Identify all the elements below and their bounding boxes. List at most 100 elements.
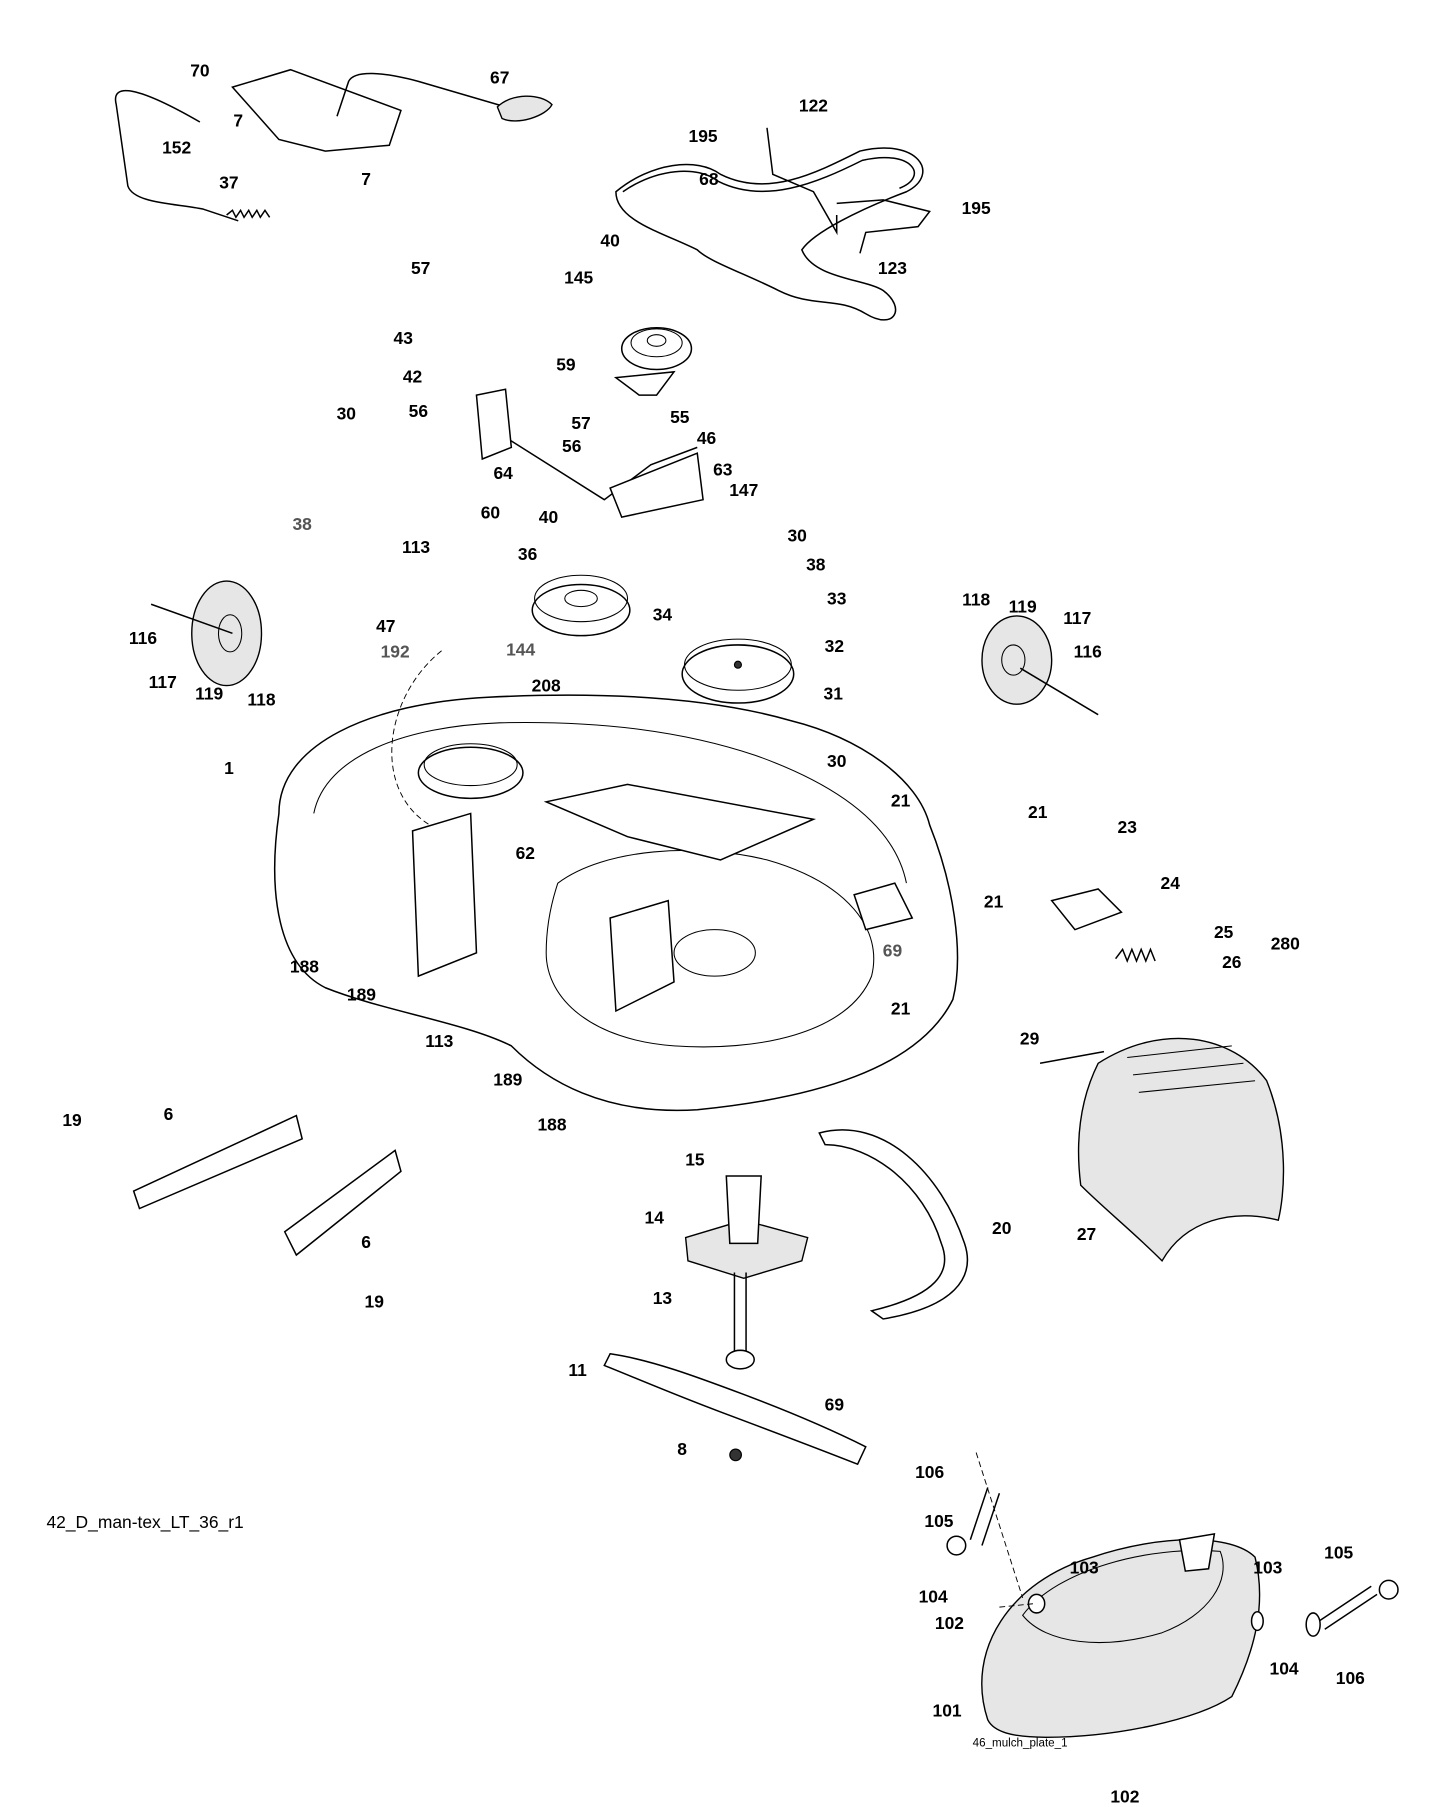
- callout-8: 8: [677, 1439, 687, 1459]
- callout-55: 55: [670, 407, 690, 427]
- callout-21: 21: [984, 892, 1004, 912]
- callout-123: 123: [878, 258, 907, 278]
- callout-145: 145: [564, 268, 593, 288]
- idler-arm: [613, 370, 676, 396]
- callout-116: 116: [129, 628, 157, 648]
- callout-113: 113: [425, 1031, 453, 1051]
- callout-152: 152: [162, 137, 191, 157]
- callout-70: 70: [190, 61, 209, 81]
- blade-bolt-8: [729, 1448, 742, 1462]
- callout-104: 104: [1270, 1659, 1299, 1679]
- callout-15: 15: [685, 1150, 705, 1170]
- lift-rod: [336, 72, 506, 117]
- callout-64: 64: [493, 463, 513, 483]
- callout-57: 57: [571, 413, 590, 433]
- callout-102: 102: [1110, 1786, 1139, 1806]
- callout-208: 208: [532, 675, 561, 695]
- callout-69: 69: [825, 1395, 845, 1415]
- callout-56: 56: [562, 436, 582, 456]
- pulley-36: [531, 583, 631, 637]
- callout-11: 11: [568, 1360, 587, 1380]
- callout-119: 119: [195, 684, 223, 704]
- drive-belt: [615, 147, 924, 321]
- callout-14: 14: [645, 1208, 665, 1228]
- bracket-63: [609, 452, 704, 518]
- drawing-lines: [114, 68, 1399, 1738]
- callout-34: 34: [653, 605, 673, 625]
- mulch-handle: [1178, 1532, 1216, 1572]
- callout-38: 38: [292, 514, 312, 534]
- bracket-6-right: [283, 1149, 402, 1257]
- callout-27: 27: [1077, 1224, 1096, 1244]
- callout-62: 62: [516, 843, 535, 863]
- callout-117: 117: [1063, 608, 1091, 628]
- deck-bracket-69: [853, 882, 914, 931]
- wheel-117-left: [191, 580, 263, 687]
- callout-40: 40: [600, 230, 619, 250]
- lift-cable: [114, 89, 239, 222]
- callout-21: 21: [1028, 802, 1048, 822]
- callout-30: 30: [337, 404, 356, 424]
- callout-25: 25: [1214, 922, 1234, 942]
- callout-59: 59: [556, 355, 576, 375]
- drawing-id-label: 42_D_man-tex_LT_36_r1: [47, 1512, 244, 1533]
- callout-106: 106: [1336, 1668, 1365, 1688]
- spring-105-right: [1318, 1585, 1378, 1630]
- callout-106: 106: [915, 1462, 944, 1482]
- callout-116: 116: [1074, 642, 1102, 662]
- discharge-chute-27: [1077, 1037, 1285, 1262]
- callout-57: 57: [411, 258, 430, 278]
- sub-drawing-id-label: 46_mulch_plate_1: [973, 1737, 1068, 1750]
- mulch-plate-101: [981, 1539, 1261, 1738]
- callout-68: 68: [699, 169, 719, 189]
- spindle-shaft-13: [733, 1272, 747, 1354]
- callout-30: 30: [788, 526, 807, 546]
- callout-7: 7: [233, 111, 243, 131]
- callout-188: 188: [290, 957, 319, 977]
- callout-69: 69: [883, 940, 903, 960]
- callout-24: 24: [1161, 873, 1181, 893]
- callout-38: 38: [806, 555, 826, 575]
- callout-280: 280: [1271, 933, 1300, 953]
- callout-103: 103: [1253, 1557, 1282, 1577]
- callout-19: 19: [62, 1110, 82, 1130]
- spring: [226, 208, 271, 219]
- callout-33: 33: [827, 588, 847, 608]
- callout-122: 122: [799, 96, 828, 116]
- callout-37: 37: [219, 172, 238, 192]
- deck-pulley: [417, 746, 524, 800]
- dashed-guide: [391, 650, 442, 826]
- baffle-20: [818, 1129, 969, 1320]
- callout-118: 118: [962, 589, 990, 609]
- callout-23: 23: [1118, 817, 1138, 837]
- spring-25: [1114, 947, 1156, 964]
- pulley-145: [620, 326, 693, 371]
- callout-6: 6: [164, 1104, 174, 1124]
- callout-60: 60: [481, 502, 500, 522]
- callout-47: 47: [376, 616, 395, 636]
- callout-19: 19: [365, 1291, 385, 1311]
- callout-118: 118: [247, 689, 275, 709]
- bracket-70: [231, 68, 402, 152]
- callout-31: 31: [824, 684, 844, 704]
- callout-13: 13: [653, 1288, 673, 1308]
- callout-56: 56: [409, 401, 429, 421]
- callout-36: 36: [518, 544, 538, 564]
- callout-40: 40: [539, 507, 558, 527]
- deck-bracket-left: [411, 812, 478, 978]
- callout-189: 189: [347, 985, 376, 1005]
- callout-192: 192: [381, 642, 410, 662]
- callout-63: 63: [713, 459, 733, 479]
- callout-29: 29: [1020, 1029, 1040, 1049]
- spring-105-left: [969, 1487, 1001, 1546]
- callout-144: 144: [506, 639, 535, 659]
- deck-bracket-right: [609, 899, 675, 1013]
- callout-46: 46: [697, 428, 717, 448]
- bracket-6-left: [132, 1114, 304, 1210]
- callout-30: 30: [827, 751, 846, 771]
- callout-105: 105: [924, 1511, 953, 1531]
- callout-20: 20: [992, 1218, 1011, 1238]
- callout-113: 113: [402, 537, 430, 557]
- callout-195: 195: [962, 198, 991, 218]
